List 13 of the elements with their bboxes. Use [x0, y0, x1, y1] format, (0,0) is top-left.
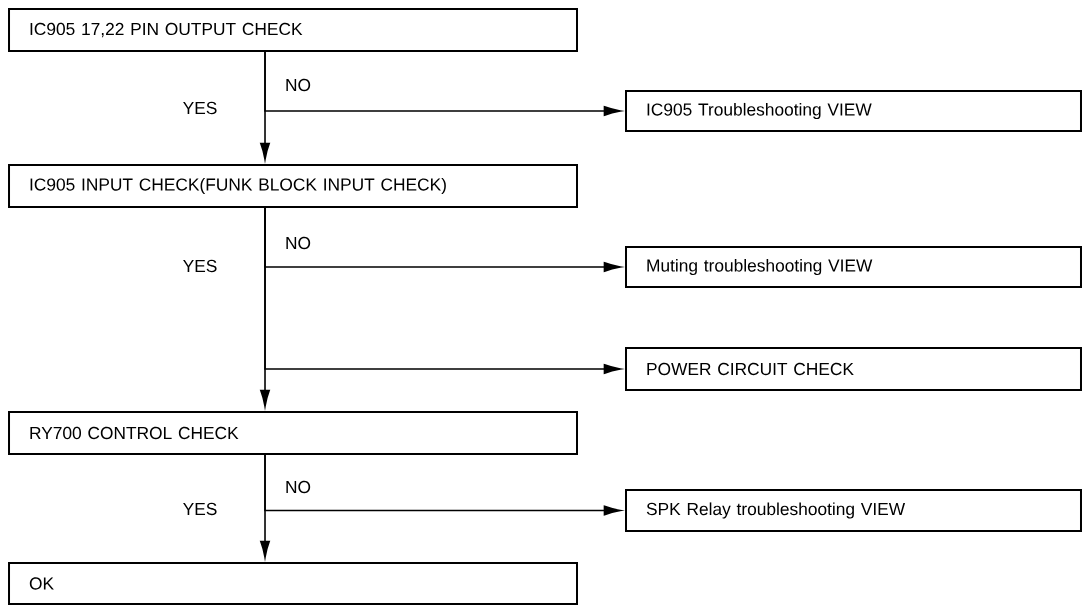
process-box: Muting troubleshooting VIEW [625, 246, 1082, 288]
edge-label: NO [283, 235, 313, 251]
edge-label: YES [181, 100, 219, 116]
process-box: SPK Relay troubleshooting VIEW [625, 489, 1082, 532]
process-box: IC905 INPUT CHECK(FUNK BLOCK INPUT CHECK) [8, 164, 578, 208]
process-box: POWER CIRCUIT CHECK [625, 347, 1082, 391]
process-box: IC905 17,22 PIN OUTPUT CHECK [8, 8, 578, 52]
process-box: IC905 Troubleshooting VIEW [625, 90, 1082, 132]
process-box: OK [8, 562, 578, 605]
edge-label: YES [181, 258, 219, 274]
process-box: RY700 CONTROL CHECK [8, 411, 578, 455]
edge-label: YES [181, 501, 219, 517]
edge-label: NO [283, 77, 313, 93]
